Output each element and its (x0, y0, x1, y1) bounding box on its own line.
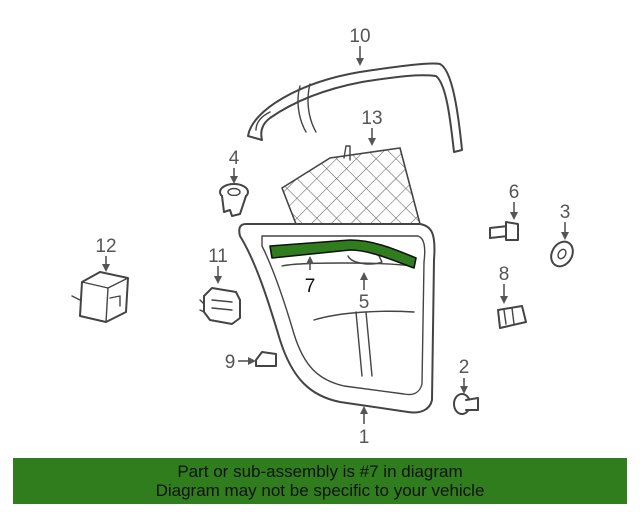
callout-1: 1 (359, 427, 370, 448)
part-13-mesh-panel (281, 145, 422, 225)
leader-lines (102, 46, 569, 424)
part-info-banner: Part or sub-assembly is #7 in diagram Di… (13, 458, 627, 504)
part-8-retainer (497, 305, 527, 329)
part-4-push-clip (219, 183, 249, 217)
banner-line-disclaimer: Diagram may not be specific to your vehi… (155, 481, 485, 500)
part-11-switch-assembly (199, 287, 241, 325)
callout-7: 7 (305, 276, 316, 297)
callout-6: 6 (509, 182, 520, 203)
callout-4: 4 (229, 148, 240, 169)
parts-diagram: 1 2 3 4 5 6 7 8 9 10 11 12 13 (71, 26, 574, 448)
callout-12: 12 (95, 236, 116, 257)
part-12-module (71, 271, 129, 323)
banner-line-part-number: Part or sub-assembly is #7 in diagram (177, 462, 463, 481)
part-3-washer (550, 240, 574, 268)
callout-8: 8 (499, 264, 510, 285)
callout-3: 3 (560, 202, 571, 223)
part-10-window-frame-trim (247, 62, 463, 153)
callout-11: 11 (208, 246, 228, 267)
part-9-clip (255, 351, 277, 367)
callout-9: 9 (225, 352, 236, 373)
part-7-highlighted-strip (269, 239, 417, 269)
callout-10: 10 (349, 26, 370, 47)
callout-13: 13 (361, 108, 382, 129)
part-6-screw (489, 221, 519, 241)
part-1-door-trim-panel (238, 223, 436, 414)
part-2-fastener (453, 393, 479, 415)
callout-5: 5 (359, 292, 370, 313)
callout-2: 2 (459, 357, 470, 378)
